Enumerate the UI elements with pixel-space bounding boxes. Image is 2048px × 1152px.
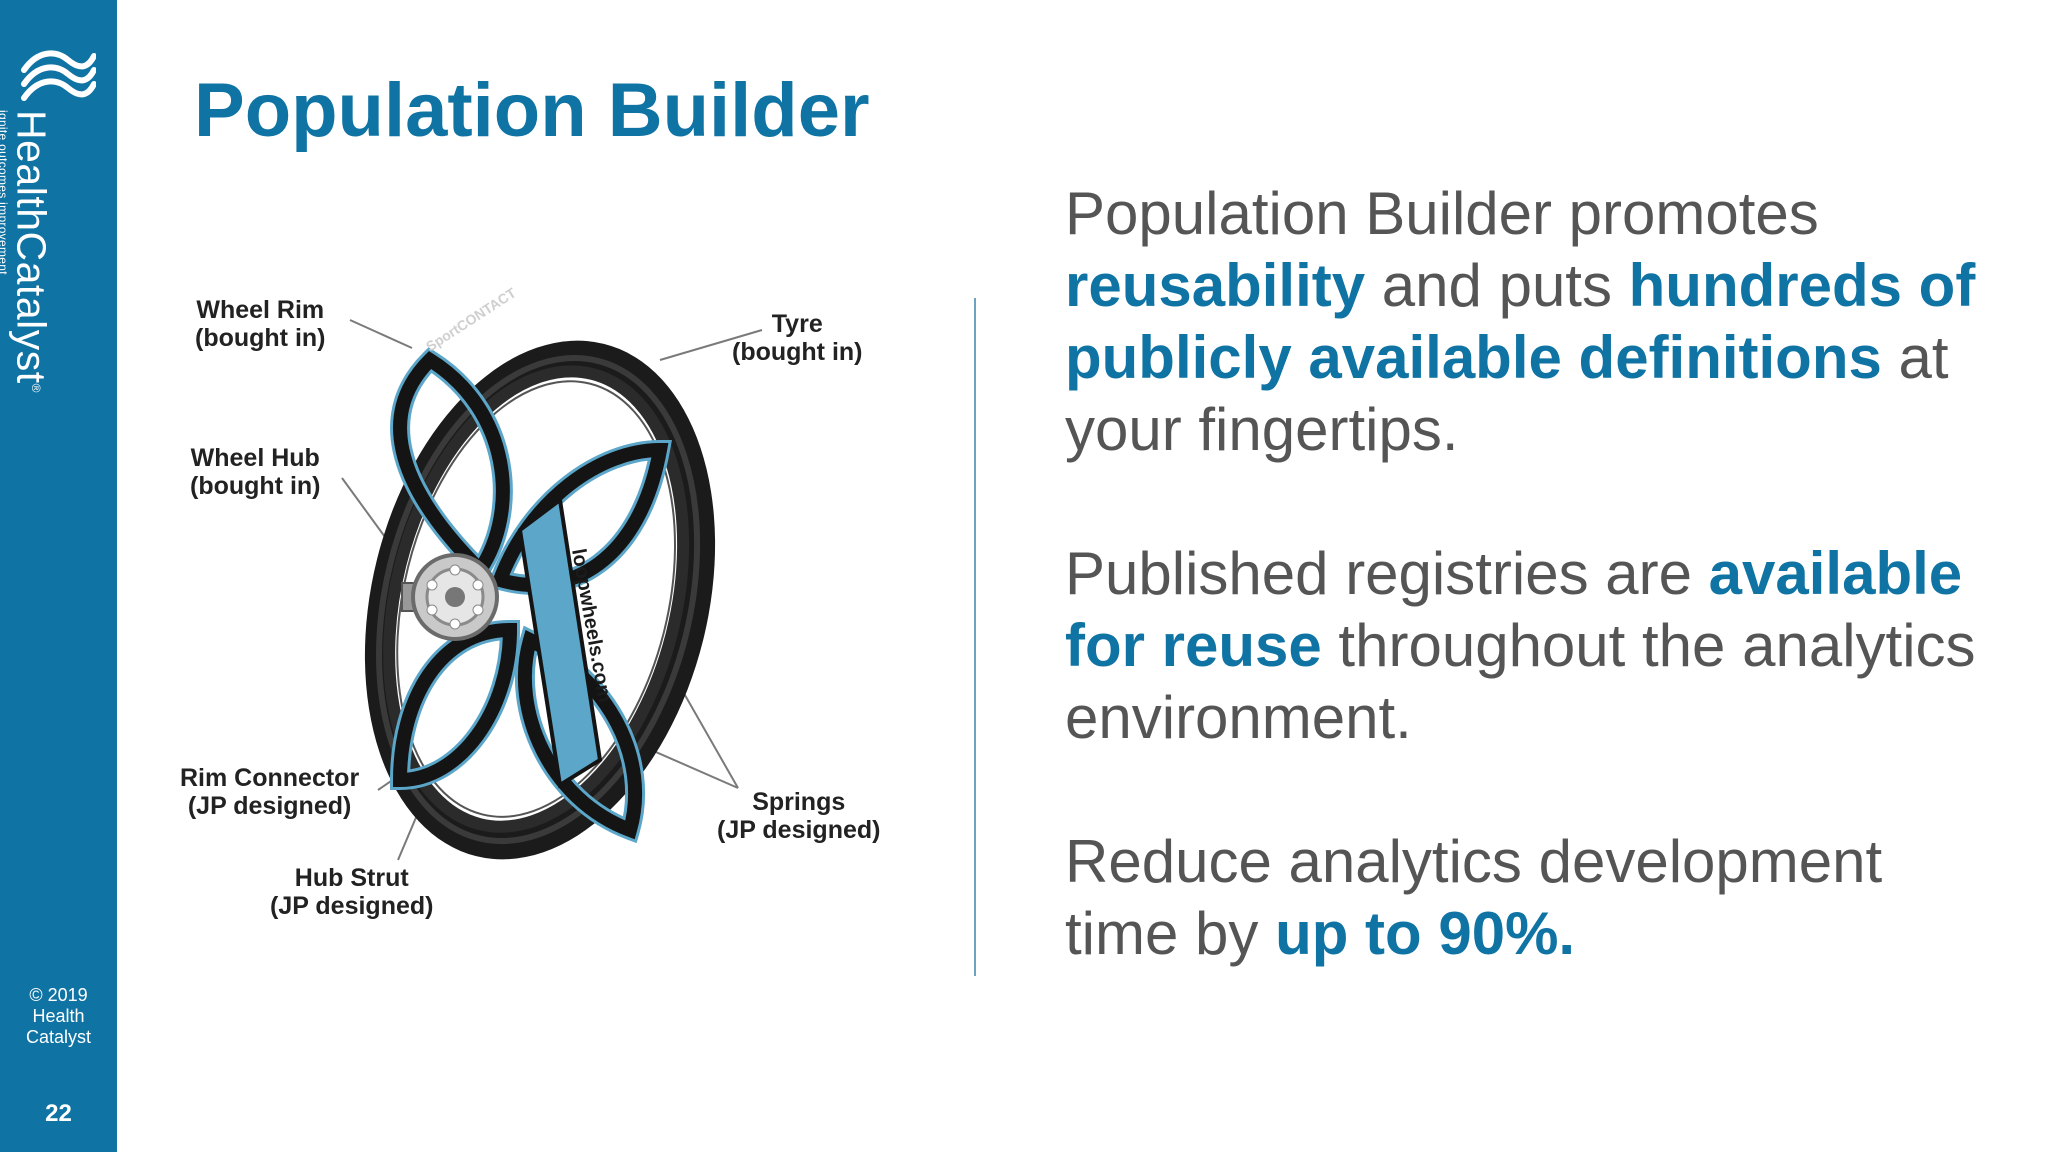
vertical-divider xyxy=(974,298,976,976)
paragraph-registries: Published registries are available for r… xyxy=(1065,540,1976,751)
callout-tyre: Tyre (bought in) xyxy=(732,310,863,366)
slide-title: Population Builder xyxy=(194,68,870,153)
tyre-label: SportCONTACT xyxy=(423,284,519,354)
paragraph-reusability: Population Builder promotes reusability … xyxy=(1065,180,1976,463)
brand-name: HealthCatalyst® xyxy=(8,110,55,393)
loopwheel-figure: loopwheels.com SportCONTACT Wheel Rim (b… xyxy=(180,240,900,960)
callout-wheel-rim: Wheel Rim (bought in) xyxy=(195,296,326,352)
paragraph-reduce-time: Reduce analytics development time by up … xyxy=(1065,828,1883,967)
body-text: Population Builder promotes reusability … xyxy=(1065,178,1995,970)
callout-hub-strut: Hub Strut (JP designed) xyxy=(270,864,434,920)
copyright-notice: © 2019 Health Catalyst xyxy=(25,985,92,1047)
page-number: 22 xyxy=(45,1100,72,1127)
callout-rim-connector: Rim Connector (JP designed) xyxy=(180,764,360,820)
callout-wheel-hub: Wheel Hub (bought in) xyxy=(190,444,321,500)
brand-logo-text: HealthCatalyst® ignite outcomes improvem… xyxy=(0,110,58,393)
loopwheel-icon: loopwheels.com SportCONTACT xyxy=(341,284,763,861)
brand-sidebar: HealthCatalyst® ignite outcomes improvem… xyxy=(0,0,117,1152)
callout-springs: Springs (JP designed) xyxy=(717,788,881,844)
wave-logo-icon xyxy=(21,50,96,101)
